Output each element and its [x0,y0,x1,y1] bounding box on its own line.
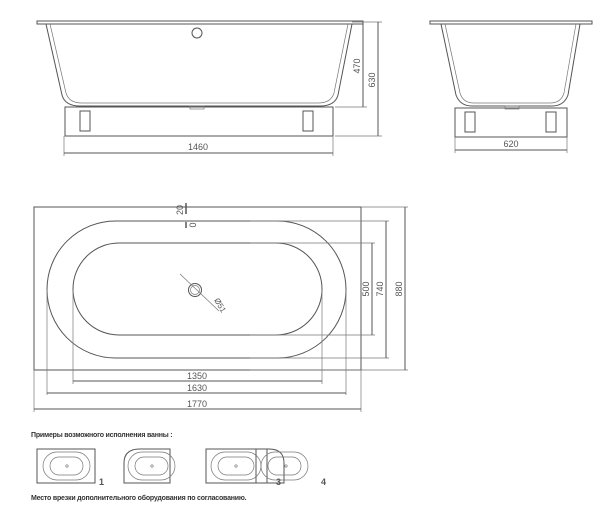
examples-title: Примеры возможного исполнения ванны : [31,432,173,439]
variant-1: 1 [36,448,104,487]
dim-20: 20 [175,205,185,215]
dim-1350: 1350 [187,371,207,381]
dim-500: 500 [361,281,371,296]
overflow-hole [191,27,203,39]
footnote: Место врезки дополнительного оборудовани… [31,495,247,502]
dim-630: 630 [367,72,377,87]
plan-view: Ø51 20 0 500 740 880 1350 1630 1770 [33,203,408,412]
side-view: 1460 470 630 [36,20,382,156]
dim-880: 880 [394,281,404,296]
svg-text:3: 3 [276,477,281,487]
inner-basin [72,242,323,336]
dim-0: 0 [188,222,198,227]
outer-rim [46,220,347,359]
leg [302,110,314,132]
dim-1630: 1630 [187,383,207,393]
dim-1460: 1460 [188,142,208,152]
example-variants: 1 3 4 [36,448,326,487]
end-view: 620 [429,20,593,153]
dim-740: 740 [375,281,385,296]
dim-1770: 1770 [187,399,207,409]
svg-text:4: 4 [321,477,326,487]
svg-text:1: 1 [99,477,104,487]
variant-4: 4 [255,448,326,487]
leg [79,110,91,132]
variant-2 [123,448,176,484]
dim-620: 620 [503,139,518,149]
drain [188,283,202,297]
dim-drain: Ø51 [212,297,228,315]
variant-3: 3 [205,448,281,487]
dim-470: 470 [352,58,362,73]
